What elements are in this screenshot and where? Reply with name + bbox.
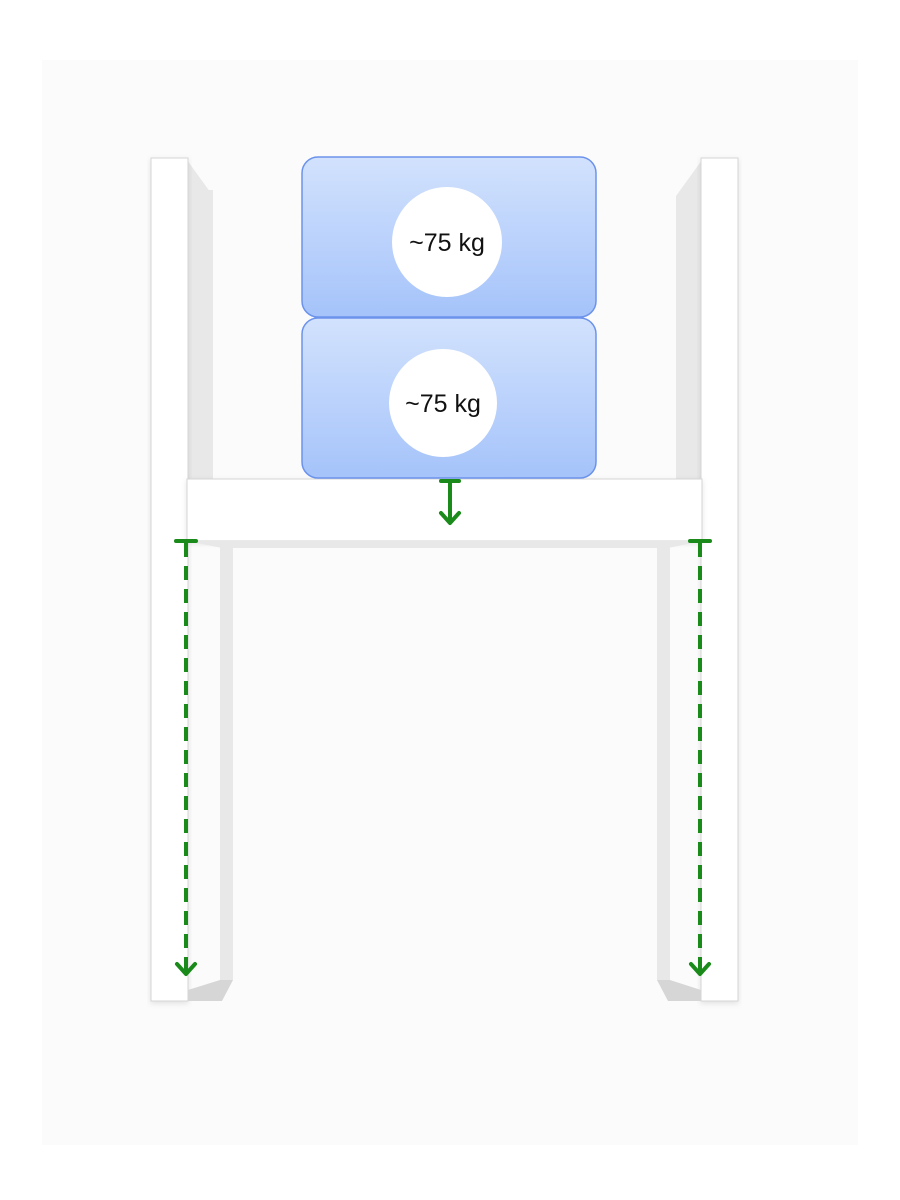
center-load-arrow — [439, 479, 461, 525]
weight-label-bottom: ~75 kg — [405, 390, 481, 418]
frame — [150, 157, 739, 1002]
weight-label-top: ~75 kg — [409, 229, 485, 257]
weight-block-bottom: ~75 kg — [301, 317, 597, 479]
weight-block-top: ~75 kg — [301, 156, 597, 318]
cross-beam — [186, 478, 703, 548]
load-arrows — [174, 479, 712, 976]
left-load-path-arrow — [174, 539, 198, 976]
weight-label-circle — [392, 187, 502, 297]
weight-stack: ~75 kg ~75 kg — [301, 156, 597, 479]
weight-label-circle — [389, 349, 497, 457]
right-load-path-arrow — [688, 539, 712, 976]
right-post — [657, 157, 739, 1002]
